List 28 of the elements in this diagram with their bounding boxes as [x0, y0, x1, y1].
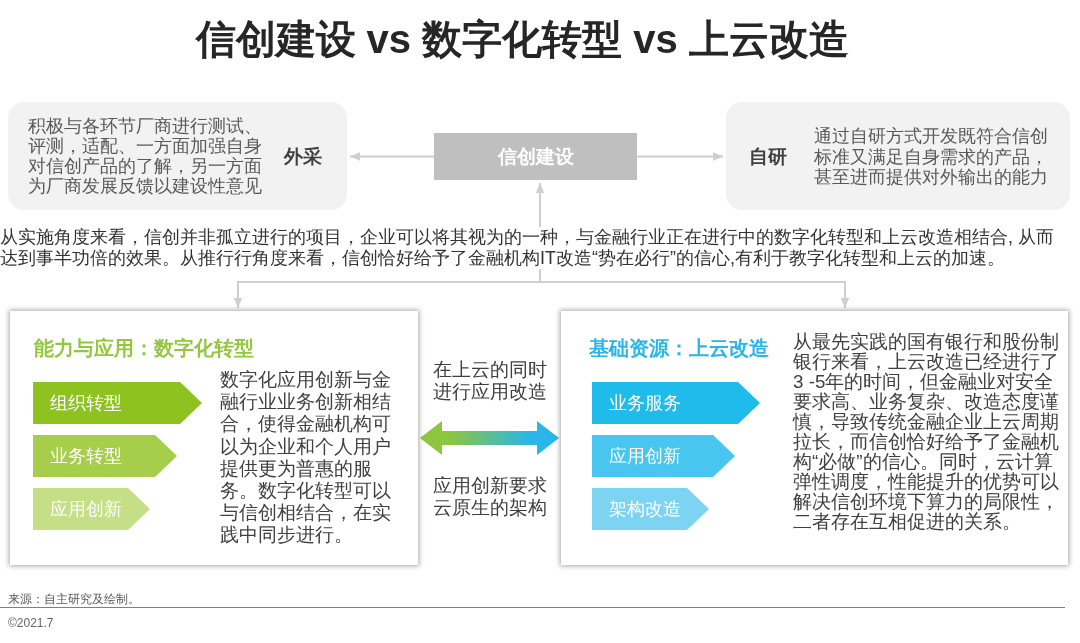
page-title: 信创建设 vs 数字化转型 vs 上云改造 — [195, 16, 849, 63]
arrow-tag: 应用创新 — [592, 435, 735, 477]
arrow — [539, 268, 850, 309]
arrow — [349, 152, 435, 161]
card-text: 数字化应用创新与金融行业业务创新相结合，使得金融机构可以为企业和个人用户提供更为普惠的服务。数字化转型可以与信创相结合，在实践中同步进行。 — [220, 369, 392, 547]
arrow-tag: 架构改造 — [592, 488, 709, 530]
panel-heading: 外采 — [284, 145, 322, 169]
arrow-tag: 应用创新 — [33, 488, 150, 530]
arrow — [636, 152, 724, 161]
arrow-tag: 业务转型 — [33, 435, 177, 477]
card-text: 从最先实践的国有银行和股份制银行来看，上云改造已经进行了3 -5年的时间，但金融业对安全要求高、业务复杂、改造态度谨慎，导致传统金融企业上云周期拉长，而信创恰好给予了金融机构“必做”的信心。同时，云计算弹性调度，性能提升的优势可以解决信创环境下算力的局限性，二者存在互相促进的关系。 — [793, 332, 1060, 532]
arrow-tag: 业务服务 — [592, 382, 760, 424]
paragraph: 从实施角度来看，信创并非孤立进行的项目，企业可以将其视为的一种，与金融行业正在进行中的数字化转型和上云改造相结合, 从而达到事半功倍的效果。从推行行角度来看，信创恰好给予了金融机构IT改造“势在必行”的信心,有利于教字化转型和上云的加速。 — [0, 227, 1062, 269]
copyright-text: ©2021.7 — [8, 615, 54, 631]
panel-text: 积极与各环节厂商进行测试、评测，适配、一方面加强自身对信创产品的了解，另一方面为厂商发展反馈以建设性意见 — [28, 116, 262, 196]
content-card — [10, 311, 418, 565]
panel-text: 通过自研方式开发既符合信创标准又满足自身需求的产品，甚至进而提供对外输出的能力 — [814, 126, 1049, 188]
card-heading: 能力与应用：数字化转型 — [34, 336, 254, 360]
content-card — [561, 311, 1068, 565]
card-heading: 基础资源：上云改造 — [589, 336, 769, 360]
panel-heading: 自研 — [749, 145, 787, 169]
arrow-tag: 组织转型 — [33, 382, 202, 424]
arrow — [535, 182, 545, 228]
double-arrow — [420, 421, 559, 455]
source-note: 来源：自主研究及绘制。 — [8, 591, 140, 607]
concept-box: 信创建设 — [434, 133, 637, 180]
note-text: 在上云的同时进行应用改造 — [433, 359, 548, 403]
note-text: 应用创新要求云原生的架构 — [433, 474, 548, 519]
